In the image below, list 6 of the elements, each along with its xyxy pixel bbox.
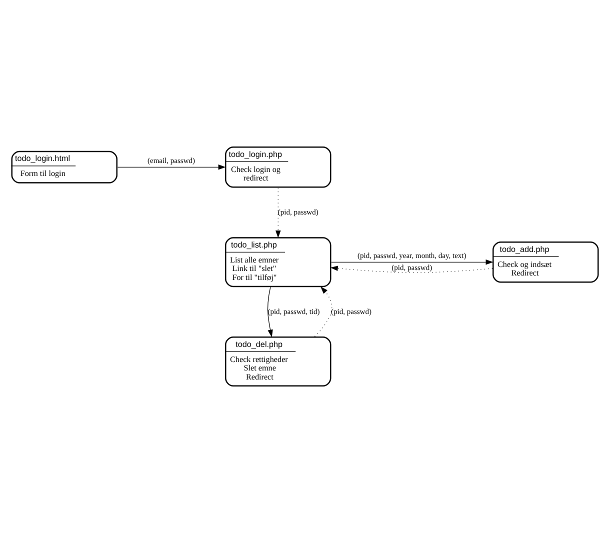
- arrow: [267, 286, 273, 338]
- arrow: [276, 188, 281, 238]
- arrow: [314, 286, 332, 337]
- arrow: [117, 164, 226, 170]
- arrow: [330, 266, 493, 273]
- arrow: [330, 260, 494, 265]
